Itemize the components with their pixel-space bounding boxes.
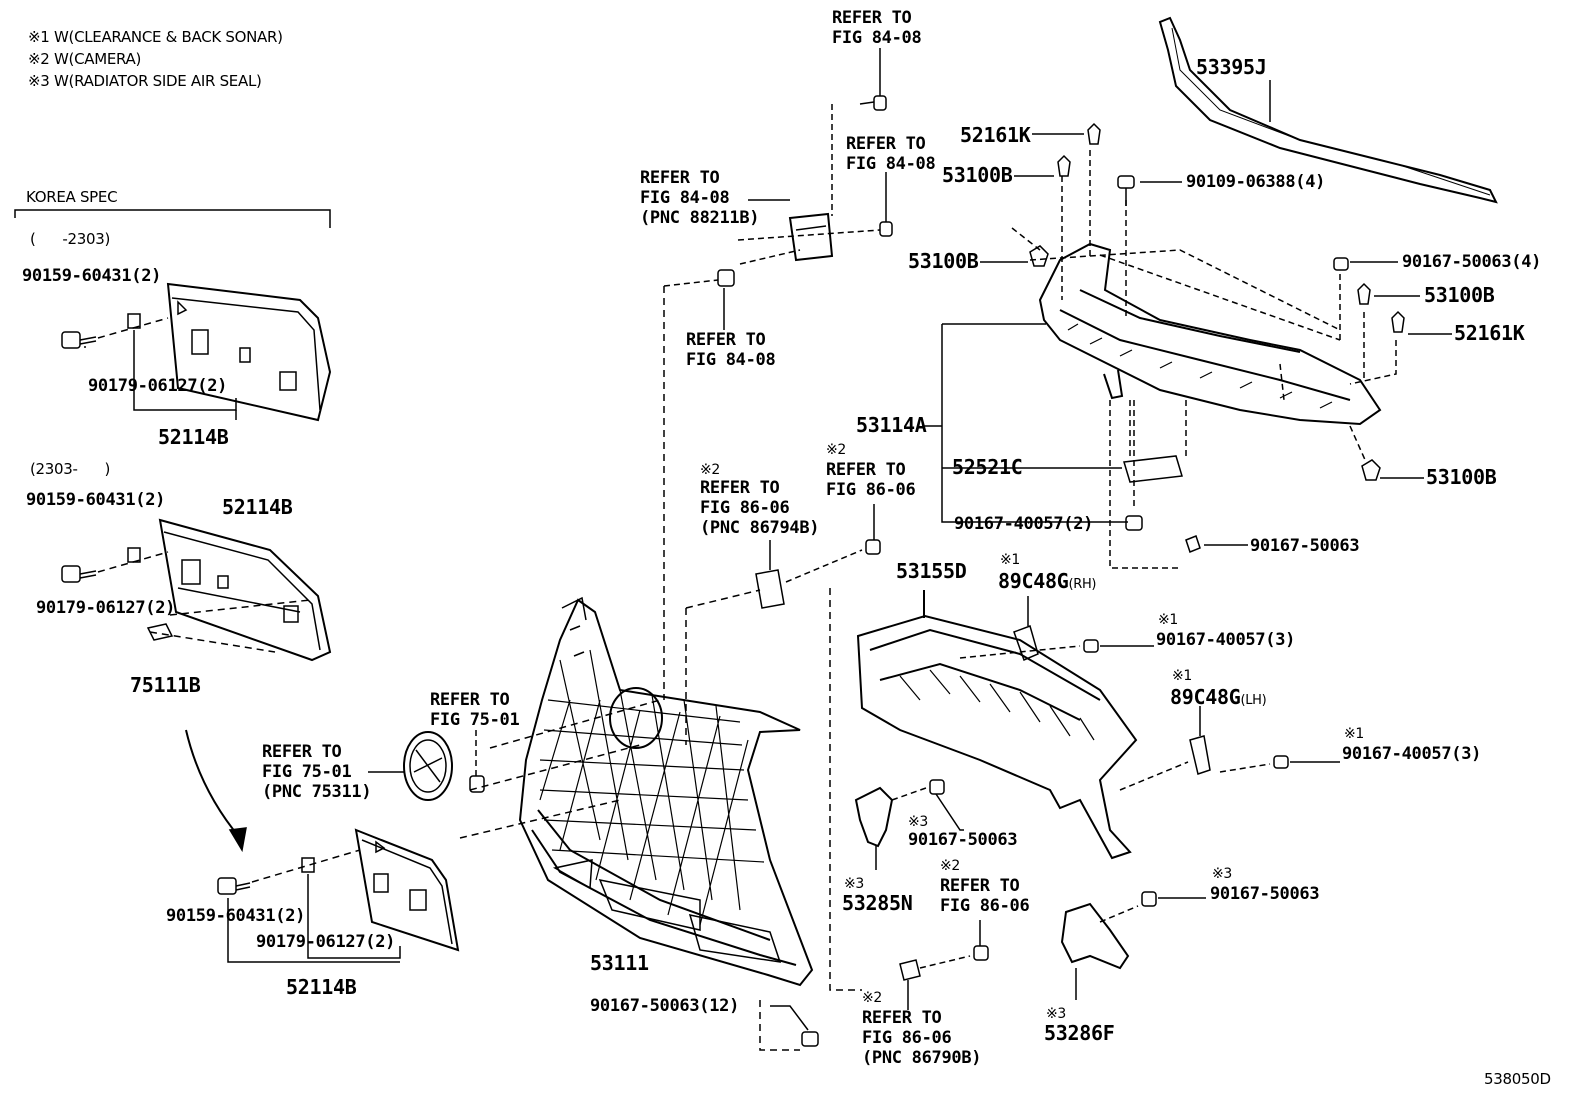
- figure-id: 538050D: [1484, 1070, 1551, 1088]
- bolt-90159: [61, 331, 97, 349]
- range-label-2: (2303- ): [30, 460, 110, 478]
- mark-2-a: ※2: [700, 462, 721, 478]
- part-90159-60431-b: 90159-60431(2): [26, 490, 166, 510]
- support-53114A: [1038, 242, 1382, 426]
- mark-1-a: ※1: [1000, 552, 1021, 568]
- korea-spec-bracket: [14, 209, 331, 228]
- seal-53286F: [1060, 891, 1206, 1000]
- part-53100B-c: 53100B: [1424, 283, 1495, 307]
- molding-53395J: [1158, 16, 1498, 204]
- part-90167-50063-b: 90167-50063: [908, 830, 1018, 850]
- part-90167-40057-2: 90167-40057(2): [954, 514, 1094, 534]
- refer-84-08-top: REFER TO FIG 84-08: [832, 8, 922, 48]
- part-90167-40057-3b: 90167-40057(3): [1342, 744, 1482, 764]
- emblem: [368, 730, 485, 801]
- panel-53155D: [856, 590, 1138, 860]
- part-53285N: 53285N: [842, 891, 913, 915]
- refer-75-01-75311: REFER TO FIG 75-01 (PNC 75311): [262, 742, 372, 802]
- mark-2-d: ※2: [862, 990, 883, 1006]
- part-90179-06127-b: 90179-06127(2): [36, 598, 176, 618]
- bolt-90159-b: [61, 565, 97, 583]
- refer-84-08-right: REFER TO FIG 84-08: [846, 134, 936, 174]
- sensor-rh: [959, 596, 1154, 662]
- part-90167-40057-3a: 90167-40057(3): [1156, 630, 1296, 650]
- part-90159-60431-a: 90159-60431(2): [22, 266, 162, 286]
- part-53100B-b: 53100B: [908, 249, 979, 273]
- part-90179-06127-c: 90179-06127(2): [256, 932, 396, 952]
- mark-3-a: ※3: [908, 814, 929, 830]
- clip-75111B: [146, 623, 174, 641]
- grille-53111: [518, 598, 814, 987]
- part-89C48G-lh: 89C48G(LH): [1170, 685, 1267, 712]
- sensor-lh: [1119, 706, 1340, 791]
- part-53155D: 53155D: [896, 559, 967, 583]
- part-53395J: 53395J: [1196, 55, 1267, 79]
- emblem-mount: [609, 687, 663, 749]
- note-1: ※1 W(CLEARANCE & BACK SONAR): [28, 28, 283, 46]
- part-52114B-b: 52114B: [222, 495, 293, 519]
- refer-86-06-lower: REFER TO FIG 86-06: [940, 876, 1030, 916]
- mark-1-c: ※1: [1172, 668, 1193, 684]
- part-90167-50063-4: 90167-50063(4): [1402, 252, 1542, 272]
- refer-84-08-lower: REFER TO FIG 84-08: [686, 330, 776, 370]
- part-52114B-a: 52114B: [158, 425, 229, 449]
- part-89C48G-lh-code: 89C48G: [1170, 685, 1241, 709]
- part-52114B-c: 52114B: [286, 975, 357, 999]
- part-90179-06127-a: 90179-06127(2): [88, 376, 228, 396]
- part-52521C: 52521C: [952, 455, 1023, 479]
- part-53114A: 53114A: [856, 413, 927, 437]
- range-label-1: ( -2303): [30, 230, 110, 248]
- seal-53285N: [854, 779, 964, 870]
- mark-2-b: ※2: [826, 442, 847, 458]
- grille-mesh: [539, 649, 765, 926]
- flow-arrow: [185, 729, 241, 839]
- part-75111B: 75111B: [130, 673, 201, 697]
- part-90167-50063-a: 90167-50063: [1250, 536, 1360, 556]
- note-2: ※2 W(CAMERA): [28, 50, 142, 68]
- mark-3-d: ※3: [1046, 1006, 1067, 1022]
- part-89C48G-rh-side: (RH): [1068, 577, 1097, 592]
- part-89C48G-lh-side: (LH): [1240, 693, 1267, 708]
- korea-spec-label: KOREA SPEC: [26, 188, 118, 206]
- part-89C48G-rh-code: 89C48G: [998, 569, 1069, 593]
- refer-86-06-86794B: REFER TO FIG 86-06 (PNC 86794B): [700, 478, 820, 538]
- part-53111: 53111: [590, 951, 649, 975]
- camera-86790B: [899, 920, 989, 1010]
- license-bracket-lower: [217, 828, 460, 963]
- bolt-90159-c: [217, 877, 251, 895]
- bolt-90167-50063-12: [801, 1031, 819, 1047]
- part-89C48G-rh: 89C48G(RH): [998, 569, 1097, 596]
- mark-1-d: ※1: [1344, 726, 1365, 742]
- part-52161K-b: 52161K: [1454, 321, 1525, 345]
- part-53100B-d: 53100B: [1426, 465, 1497, 489]
- refer-84-08-88211B: REFER TO FIG 84-08 (PNC 88211B): [640, 168, 760, 228]
- license-bracket-middle: [61, 518, 332, 662]
- part-90109-06388: 90109-06388(4): [1186, 172, 1326, 192]
- camera-86794B: [755, 504, 881, 609]
- sensor-88211B: [663, 48, 893, 330]
- part-90159-60431-c: 90159-60431(2): [166, 906, 306, 926]
- fasteners-upper: [1029, 122, 1405, 553]
- mark-3-b: ※3: [844, 876, 865, 892]
- part-53100B-a: 53100B: [942, 163, 1013, 187]
- mark-1-b: ※1: [1158, 612, 1179, 628]
- refer-86-06-upper: REFER TO FIG 86-06: [826, 460, 916, 500]
- mark-3-c: ※3: [1212, 866, 1233, 882]
- refer-86-06-86790B: REFER TO FIG 86-06 (PNC 86790B): [862, 1008, 982, 1068]
- license-bracket-upper: [61, 282, 332, 422]
- refer-75-01: REFER TO FIG 75-01: [430, 690, 520, 730]
- note-3: ※3 W(RADIATOR SIDE AIR SEAL): [28, 72, 262, 90]
- mark-2-c: ※2: [940, 858, 961, 874]
- part-90167-50063-12: 90167-50063(12): [590, 996, 740, 1016]
- part-90167-50063-c: 90167-50063: [1210, 884, 1320, 904]
- part-52161K-a: 52161K: [960, 123, 1031, 147]
- part-53286F: 53286F: [1044, 1021, 1115, 1045]
